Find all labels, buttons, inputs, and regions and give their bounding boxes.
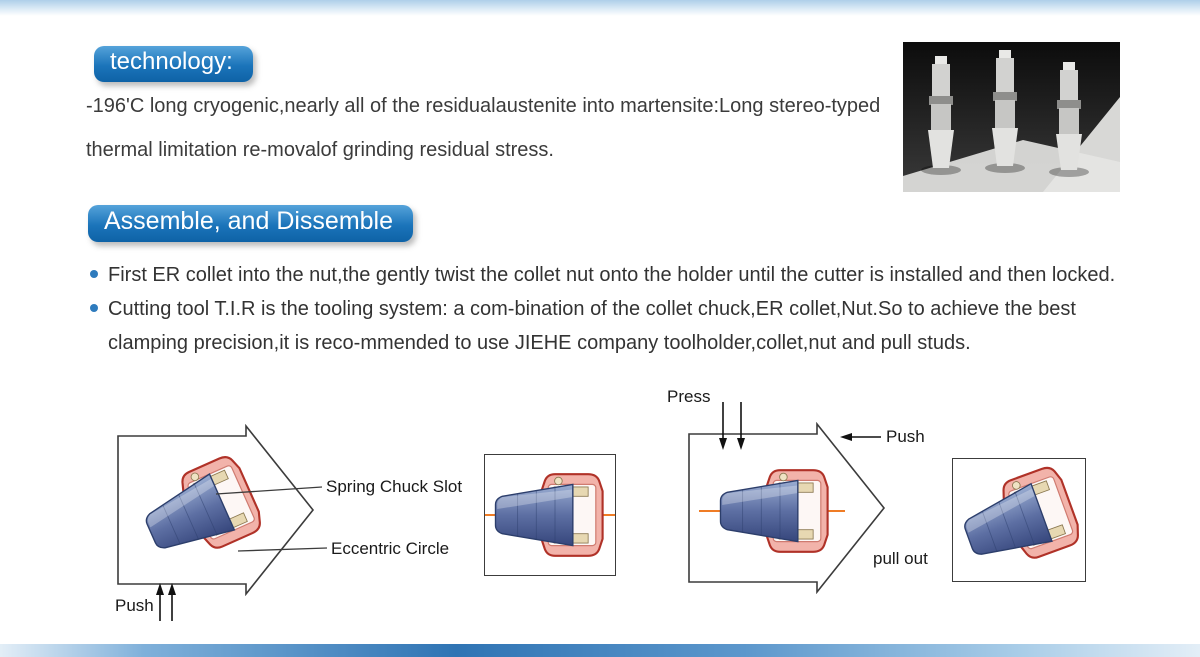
disassembly-step-arrow-right	[687, 422, 887, 594]
spring-chuck-slot-label: Spring Chuck Slot	[326, 477, 463, 496]
press-label: Press	[667, 387, 711, 406]
technology-heading: technology:	[94, 46, 253, 82]
assemble-heading-label: Assemble, and Dissemble	[104, 207, 394, 235]
eccentric-circle-label: Eccentric Circle	[331, 539, 450, 558]
top-gradient-strip	[0, 0, 1200, 16]
bottom-gradient-strip	[0, 644, 1200, 657]
assemble-bullet-list: First ER collet into the nut,the gently …	[88, 258, 1160, 360]
collet-illustration-tilted-4	[953, 462, 1085, 579]
bullet-item-2: Cutting tool T.I.R is the tooling system…	[88, 292, 1160, 360]
assemble-heading: Assemble, and Dissemble	[88, 205, 414, 242]
assembly-step-box-2	[484, 454, 616, 576]
block-arrow-left-art	[117, 425, 314, 595]
bullet-text-2: Cutting tool T.I.R is the tooling system…	[108, 298, 1076, 354]
toolholder-photo-art	[903, 42, 1120, 192]
push-bottom-label: Push	[115, 596, 154, 615]
toolholder-photo	[903, 42, 1120, 192]
pull-out-label: pull out	[873, 549, 928, 568]
collet-box-2-art	[485, 473, 615, 557]
collet-illustration-straight-2	[494, 473, 604, 557]
push-top-label: Push	[886, 427, 925, 446]
technology-heading-label: technology:	[110, 48, 233, 75]
collet-box-4-art	[953, 462, 1085, 579]
bullet-dot-icon	[90, 270, 98, 278]
technology-paragraph: -196'C long cryogenic,nearly all of the …	[86, 95, 881, 161]
bullet-text-1: First ER collet into the nut,the gently …	[108, 264, 1116, 286]
bullet-item-1: First ER collet into the nut,the gently …	[88, 258, 1160, 292]
block-arrow-right-art	[688, 423, 885, 593]
bullet-dot-icon	[90, 304, 98, 312]
disassembly-step-box-4	[952, 458, 1086, 582]
assembly-step-arrow-left	[116, 424, 316, 596]
